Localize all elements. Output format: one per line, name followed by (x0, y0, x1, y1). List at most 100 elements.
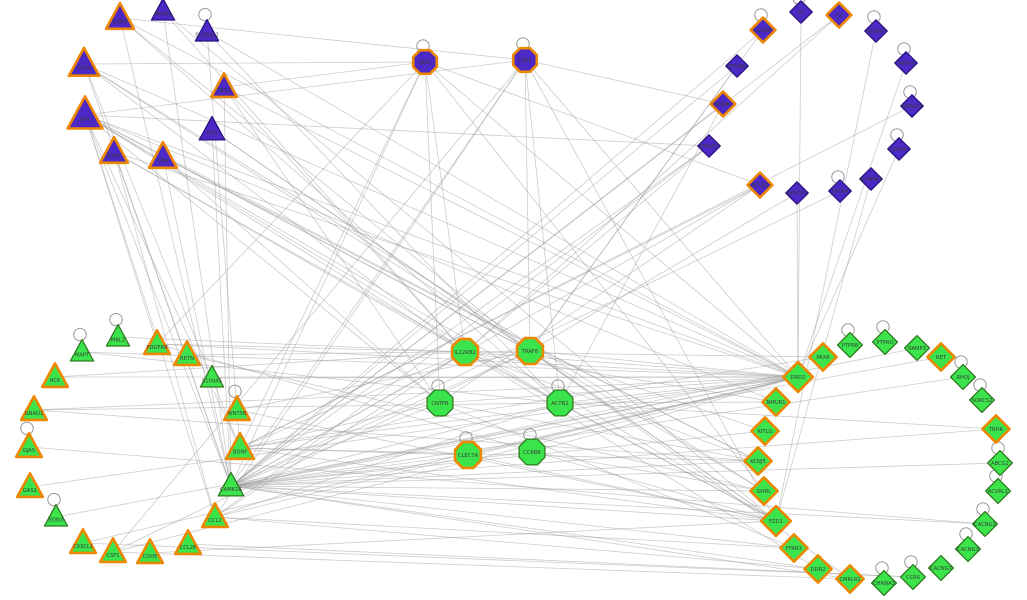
node-shape-diamond (828, 179, 852, 203)
node-EPHA7[interactable]: EPHA7 (697, 134, 721, 158)
node-CCL26[interactable]: CCL26 (173, 529, 203, 556)
node-KITLG[interactable]: KITLG (750, 416, 780, 446)
edge-m3-br12 (439, 402, 759, 462)
node-shape-triangle (15, 472, 45, 499)
node-ADRA2A[interactable]: ADRA2A (900, 94, 924, 118)
node-IRS1[interactable]: IRS1 (411, 48, 439, 76)
node-RET[interactable]: RET (926, 342, 956, 372)
edge-bl15-br24 (82, 542, 914, 578)
node-DRD2[interactable]: DRD2 (781, 360, 815, 394)
node-F2[interactable]: F2 (825, 1, 853, 29)
node-shape-diamond (743, 446, 773, 476)
node-MAPT[interactable]: MAPT (69, 338, 95, 362)
node-shape-triangle (19, 395, 49, 422)
edge-bl8-m2 (236, 350, 531, 411)
node-shape-octagon (453, 440, 483, 470)
node-CMKLR1[interactable]: CMKLR1 (835, 564, 865, 594)
node-EPHA6[interactable]: EPHA6 (725, 54, 749, 78)
node-shape-diamond (864, 19, 888, 43)
node-S100A5[interactable]: S100A5 (199, 364, 225, 388)
node-ACVRL1[interactable]: ACVRL1 (984, 477, 1012, 505)
node-GJA5[interactable]: GJA5 (14, 432, 44, 459)
node-SLC6A12[interactable]: SLC6A12 (194, 18, 220, 42)
node-NMUR1[interactable]: NMUR1 (761, 387, 791, 417)
edge-irs1-bl2 (156, 61, 426, 345)
edge-tl4-br6 (83, 63, 799, 378)
node-TAC3[interactable]: TAC3 (209, 72, 239, 99)
edge-tl8-bl14 (113, 151, 216, 518)
node-NTS[interactable]: NTS (198, 115, 226, 141)
node-HCK[interactable]: HCK (40, 362, 70, 389)
node-shape-diamond (749, 16, 777, 44)
node-shape-diamond (903, 334, 931, 362)
edge-bl11-br6 (29, 376, 799, 488)
node-RHOJ[interactable]: RHOJ (949, 363, 977, 391)
node-CHRNA3[interactable]: CHRNA3 (870, 569, 898, 597)
node-RAMP3[interactable]: RAMP3 (903, 334, 931, 362)
node-FFAR3[interactable]: FFAR3 (779, 533, 809, 563)
node-MBL2[interactable]: MBL2 (105, 323, 131, 347)
edge-tl6-br16 (84, 114, 777, 522)
edge-layer (28, 10, 1001, 580)
node-CSF1[interactable]: CSF1 (98, 537, 128, 564)
edge-bl8-br16 (236, 409, 777, 522)
node-IL12RB2[interactable]: IL12RB2 (450, 337, 480, 367)
edge-bl14-br18 (214, 516, 795, 549)
edge-m2-bl12 (230, 350, 531, 487)
edge-bl10-br4 (239, 356, 824, 449)
node-PDGFRB[interactable]: PDGFRB (142, 329, 172, 356)
node-NPFFR1[interactable]: NPFFR1 (785, 181, 809, 205)
node-CSF2[interactable]: CSF2 (511, 46, 539, 74)
node-shape-diamond (761, 387, 791, 417)
edge-m4-br11 (559, 402, 997, 430)
edge-irs1-br14 (424, 61, 765, 492)
node-shape-diamond (836, 331, 864, 359)
node-SSTR4[interactable]: SSTR4 (828, 179, 852, 203)
node-CLEC7A[interactable]: CLEC7A (453, 440, 483, 470)
node-KCNH7[interactable]: KCNH7 (864, 19, 888, 43)
self-loop-layer (20, 0, 1005, 575)
node-GRIA4[interactable]: GRIA4 (887, 137, 911, 161)
node-POMC[interactable]: POMC (98, 135, 130, 165)
node-TRHR[interactable]: TRHR (981, 414, 1011, 444)
node-PDYN[interactable]: PDYN (67, 46, 101, 77)
node-CACNG2[interactable]: CACNG2 (971, 510, 999, 538)
edge-bl14-br20 (214, 516, 819, 570)
node-shape-triangle (43, 503, 69, 527)
node-CCKAR[interactable]: CCKAR (749, 16, 777, 44)
node-KL[interactable]: KL (789, 0, 813, 24)
node-CCKBR[interactable]: CCKBR (518, 438, 546, 466)
node-shape-diamond (835, 564, 865, 594)
node-PTPRB[interactable]: PTPRB (836, 331, 864, 359)
node-SORCS2[interactable]: SORCS2 (968, 386, 996, 414)
node-CCR6[interactable]: CCR6 (899, 563, 927, 591)
node-KCNB1[interactable]: KCNB1 (709, 90, 737, 118)
edge-bl12-br18 (230, 485, 795, 549)
node-CNTFR[interactable]: CNTFR (426, 389, 454, 417)
node-FZD1[interactable]: FZD1 (759, 504, 793, 538)
edge-tl7-bl12 (211, 129, 232, 487)
edge-tl6-br6 (84, 114, 799, 378)
edge-tr6-br6 (797, 62, 907, 378)
edge-tr11-bl10 (239, 184, 761, 449)
node-ACTN2[interactable]: ACTN2 (546, 389, 574, 417)
node-NPSR1[interactable]: NPSR1 (150, 0, 176, 21)
node-GRM3[interactable]: GRM3 (104, 1, 136, 31)
node-PTPRO[interactable]: PTPRO (871, 328, 899, 356)
node-CACNG7[interactable]: CACNG7 (927, 554, 955, 582)
node-shape-diamond (887, 137, 911, 161)
edge-bl5-m1 (54, 351, 466, 378)
edge-m5-bl12 (230, 454, 469, 487)
node-TRPV4[interactable]: TRPV4 (894, 51, 918, 75)
node-GNAO1[interactable]: GNAO1 (19, 395, 49, 422)
node-GAS1[interactable]: GAS1 (15, 472, 45, 499)
node-CACNG3[interactable]: CACNG3 (954, 535, 982, 563)
node-TRAF6[interactable]: TRAF6 (515, 336, 545, 366)
node-shape-diamond (803, 554, 833, 584)
edge-tr7-bl12 (230, 103, 724, 487)
node-NTSR1[interactable]: NTSR1 (746, 171, 774, 199)
node-CDH5[interactable]: CDH5 (135, 538, 165, 565)
node-PAX8[interactable]: PAX8 (808, 342, 838, 372)
node-shape-diamond (971, 510, 999, 538)
